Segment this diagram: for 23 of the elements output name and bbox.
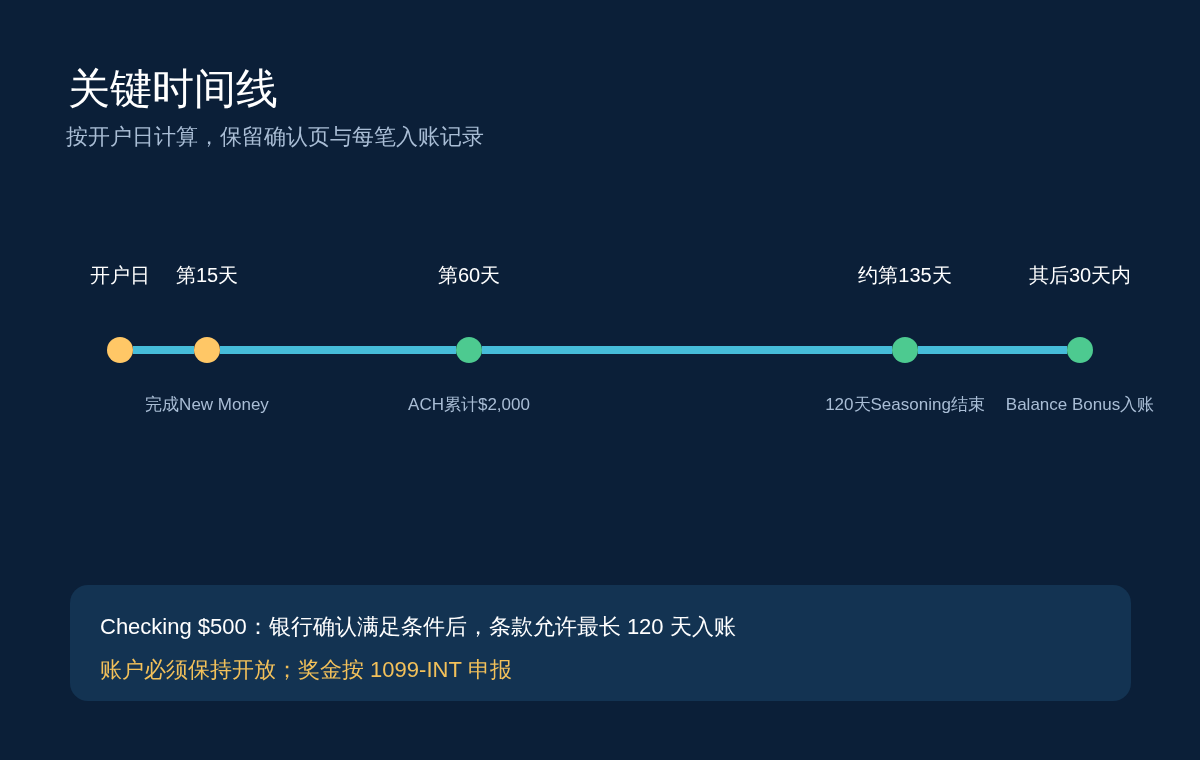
milestone-dot <box>107 337 133 363</box>
milestone-day-label: 第60天 <box>437 263 501 287</box>
note-text: Checking $500：银行确认满足条件后，条款允许最长 120 天入账 <box>100 613 736 641</box>
subtitle-text: 按开户日计算，保留确认页与每笔入账记录 <box>66 123 484 151</box>
milestone-event-label: 完成New Money <box>145 395 269 416</box>
timeline-line <box>220 346 456 354</box>
milestone-day-label: 第15天 <box>175 263 239 287</box>
milestone-dot <box>1067 337 1093 363</box>
milestone-dot <box>892 337 918 363</box>
milestone-event-label: 120天Seasoning结束 <box>825 395 985 416</box>
note-text: 账户必须保持开放；奖金按 1099-INT 申报 <box>100 655 512 684</box>
note-panel <box>70 585 1131 701</box>
milestone-event-label: Balance Bonus入账 <box>1005 395 1155 416</box>
milestone-dot <box>194 337 220 363</box>
milestone-day-label: 其后30天内 <box>1028 263 1132 287</box>
timeline-line <box>482 346 892 354</box>
milestone-day-label: 约第135天 <box>858 263 952 287</box>
milestone-day-label: 开户日 <box>90 263 150 287</box>
timeline-line <box>133 346 194 354</box>
timeline-line <box>918 346 1067 354</box>
title-text: 关键时间线 <box>68 64 278 114</box>
milestone-event-label: ACH累计$2,000 <box>408 395 530 416</box>
milestone-dot <box>456 337 482 363</box>
